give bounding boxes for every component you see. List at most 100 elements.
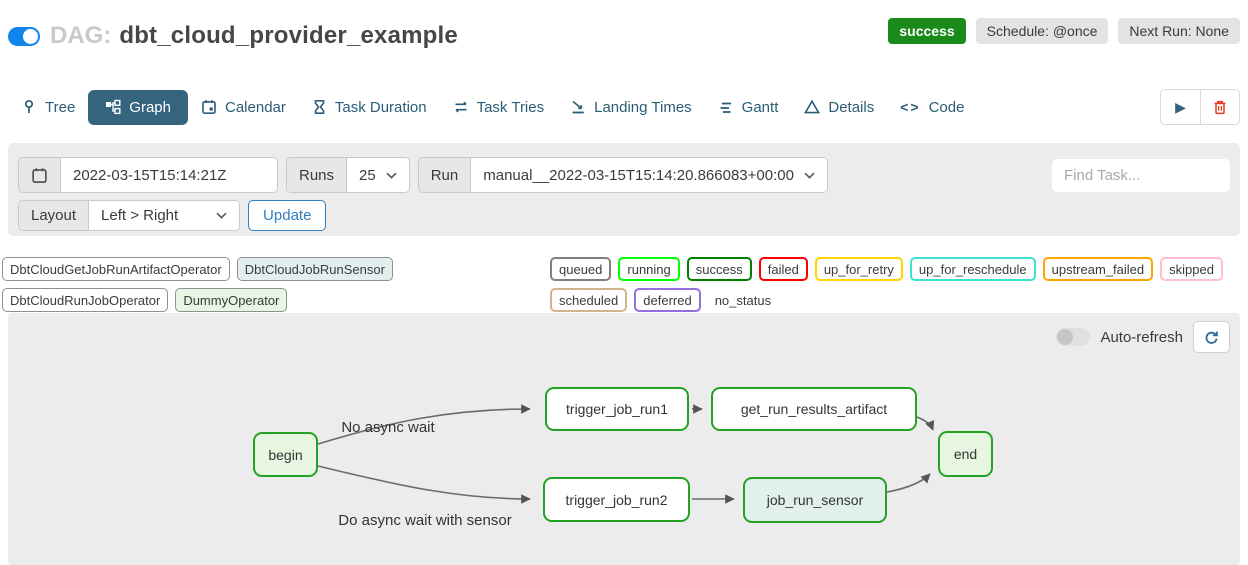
runs-label: Runs bbox=[287, 158, 348, 192]
calendar-icon bbox=[32, 167, 47, 183]
chevron-down-icon bbox=[216, 212, 227, 219]
edge-begin-trigger2 bbox=[317, 465, 531, 504]
tree-icon bbox=[21, 99, 37, 115]
auto-refresh-label: Auto-refresh bbox=[1100, 328, 1183, 346]
status-badge-upstream-failed[interactable]: upstream_failed bbox=[1042, 257, 1154, 281]
landing-plane-icon bbox=[570, 99, 586, 115]
base-date-input[interactable] bbox=[61, 158, 277, 192]
tab-details[interactable]: Details bbox=[791, 90, 887, 125]
tab-label: Code bbox=[928, 98, 965, 116]
tab-label: Task Tries bbox=[476, 98, 545, 116]
status-badge-running[interactable]: running bbox=[618, 257, 680, 281]
operator-legend: DbtCloudGetJobRunArtifactOperator DbtClo… bbox=[2, 257, 550, 312]
runs-select[interactable]: 25 bbox=[347, 158, 409, 192]
tab-label: Details bbox=[828, 98, 875, 116]
status-badge-no-status[interactable]: no_status bbox=[714, 292, 772, 308]
task-node-trigger-job-run2[interactable]: trigger_job_run2 bbox=[543, 477, 690, 522]
run-value: manual__2022-03-15T15:14:20.866083+00:00 bbox=[483, 166, 794, 184]
layout-label: Layout bbox=[19, 201, 90, 230]
refresh-button[interactable] bbox=[1193, 321, 1230, 353]
calendar-picker-button[interactable] bbox=[19, 158, 61, 192]
auto-refresh-toggle[interactable] bbox=[1056, 328, 1091, 346]
status-badge-success[interactable]: success bbox=[686, 257, 752, 281]
trash-icon bbox=[1214, 100, 1226, 114]
dag-action-buttons: ▶ bbox=[1160, 89, 1240, 125]
toggle-knob bbox=[1057, 329, 1074, 345]
tab-label: Landing Times bbox=[594, 98, 692, 116]
tab-tree[interactable]: Tree bbox=[8, 90, 88, 125]
status-badge-up-for-retry[interactable]: up_for_retry bbox=[814, 257, 903, 281]
toggle-knob bbox=[23, 28, 38, 44]
view-tabbar: Tree Graph Calendar Task Duration Task T… bbox=[8, 86, 1240, 128]
operator-badge: DbtCloudRunJobOperator bbox=[2, 288, 169, 312]
status-badge-deferred[interactable]: deferred bbox=[634, 288, 701, 312]
layout-select[interactable]: Left > Right bbox=[89, 201, 240, 230]
runs-value: 25 bbox=[359, 166, 376, 184]
trigger-dag-button[interactable]: ▶ bbox=[1161, 90, 1200, 124]
graph-panel: Auto-refresh No async wait Do async wait bbox=[8, 313, 1240, 565]
tab-label: Graph bbox=[129, 98, 171, 116]
tab-landing-times[interactable]: Landing Times bbox=[557, 90, 705, 125]
tab-code[interactable]: <> Code bbox=[887, 90, 977, 125]
chevron-down-icon bbox=[386, 172, 397, 179]
task-node-job-run-sensor[interactable]: job_run_sensor bbox=[743, 477, 887, 523]
operator-badge: DummyOperator bbox=[175, 288, 288, 312]
task-node-end[interactable]: end bbox=[938, 431, 993, 477]
dag-prefix: DAG: bbox=[50, 22, 112, 49]
runs-group: Runs 25 bbox=[286, 157, 410, 193]
tab-calendar[interactable]: Calendar bbox=[188, 90, 299, 125]
task-node-trigger-job-run1[interactable]: trigger_job_run1 bbox=[545, 387, 689, 431]
status-badge-failed[interactable]: failed bbox=[758, 257, 808, 281]
tab-task-duration[interactable]: Task Duration bbox=[299, 90, 440, 125]
dag-edges bbox=[317, 404, 935, 504]
chevron-down-icon bbox=[804, 172, 815, 179]
status-badge-up-for-reschedule[interactable]: up_for_reschedule bbox=[909, 257, 1036, 281]
repeat-icon bbox=[453, 99, 469, 115]
calendar-icon bbox=[201, 99, 217, 115]
filter-row-1: Runs 25 Run manual__2022-03-15T15:14:20.… bbox=[18, 157, 1230, 193]
edge-sensor-end bbox=[886, 473, 931, 493]
operator-badge: DbtCloudJobRunSensor bbox=[236, 257, 393, 281]
tab-gantt[interactable]: Gantt bbox=[705, 90, 792, 125]
gantt-icon bbox=[718, 99, 734, 115]
refresh-icon bbox=[1205, 331, 1218, 344]
status-badge-skipped[interactable]: skipped bbox=[1160, 257, 1223, 281]
tab-label: Gantt bbox=[741, 98, 779, 116]
refresh-controls: Auto-refresh bbox=[1056, 321, 1230, 353]
tab-label: Task Duration bbox=[334, 98, 427, 116]
tab-label: Calendar bbox=[225, 98, 286, 116]
run-label: Run bbox=[418, 158, 472, 192]
header-badges: success Schedule: @once Next Run: None bbox=[888, 18, 1240, 44]
task-node-get-run-results-artifact[interactable]: get_run_results_artifact bbox=[711, 387, 917, 431]
update-button[interactable]: Update bbox=[248, 200, 327, 231]
delete-dag-button[interactable] bbox=[1200, 90, 1239, 124]
dag-pause-toggle[interactable] bbox=[8, 26, 40, 46]
edge-begin-trigger1 bbox=[317, 404, 531, 445]
status-badge: success bbox=[888, 18, 966, 44]
filter-row-2: Layout Left > Right Update bbox=[18, 200, 1230, 231]
legend: DbtCloudGetJobRunArtifactOperator DbtClo… bbox=[2, 257, 1242, 312]
schedule-badge: Schedule: @once bbox=[975, 18, 1109, 44]
base-date-group bbox=[18, 157, 278, 193]
filter-panel: Runs 25 Run manual__2022-03-15T15:14:20.… bbox=[8, 143, 1240, 236]
dag-header: DAG: dbt_cloud_provider_example success … bbox=[8, 14, 1240, 58]
code-icon: <> bbox=[900, 99, 921, 115]
run-group: Run manual__2022-03-15T15:14:20.866083+0… bbox=[417, 157, 828, 193]
status-badge-queued[interactable]: queued bbox=[550, 257, 612, 281]
run-select[interactable]: manual__2022-03-15T15:14:20.866083+00:00 bbox=[471, 158, 827, 192]
status-legend: queued running success failed up_for_ret… bbox=[550, 257, 1242, 312]
status-badge-scheduled[interactable]: scheduled bbox=[550, 288, 628, 312]
edge-label-async-sensor: Do async wait with sensor bbox=[338, 512, 512, 529]
hourglass-icon bbox=[312, 99, 327, 115]
task-node-begin[interactable]: begin bbox=[253, 432, 318, 477]
tab-label: Tree bbox=[45, 98, 76, 116]
edge-label-no-async: No async wait bbox=[341, 419, 435, 436]
tab-graph[interactable]: Graph bbox=[88, 89, 188, 125]
tab-task-tries[interactable]: Task Tries bbox=[440, 90, 558, 125]
triangle-details-icon bbox=[804, 99, 821, 115]
graph-icon bbox=[105, 99, 121, 115]
next-run-badge: Next Run: None bbox=[1118, 18, 1240, 44]
edge-artifact-end bbox=[916, 416, 935, 431]
find-task-input[interactable] bbox=[1052, 158, 1230, 192]
